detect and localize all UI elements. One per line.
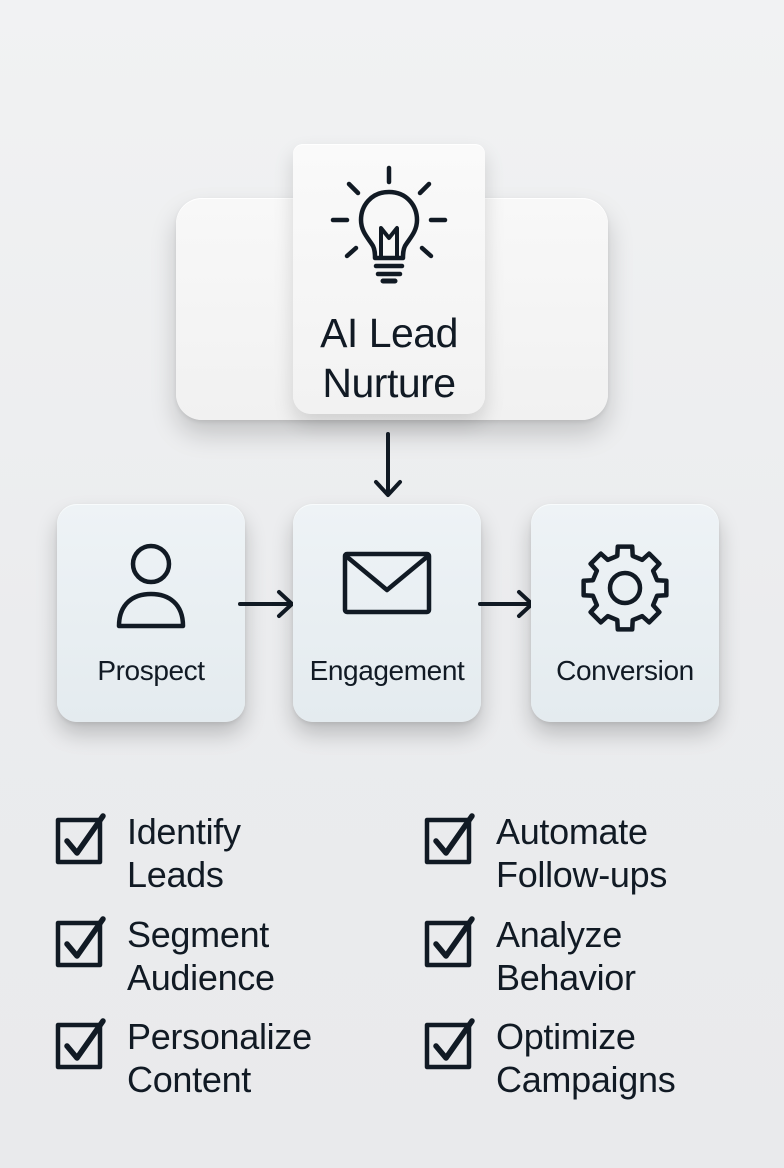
checklist-text: Automate Follow-ups: [496, 810, 756, 896]
checklist-line: Analyze: [496, 914, 622, 955]
checklist-line: Follow-ups: [496, 854, 668, 895]
flow-step-prospect: Prospect: [57, 504, 245, 722]
hero-title-line-2: Nurture: [322, 360, 456, 406]
person-icon: [116, 543, 186, 629]
lightbulb-icon: [330, 165, 448, 284]
checklist-line: Leads: [127, 854, 224, 895]
checklist-line: Optimize: [496, 1016, 636, 1057]
checklist-item: Optimize Campaigns: [424, 1015, 724, 1105]
checklist-item: Personalize Content: [55, 1015, 355, 1105]
checklist-line: Campaigns: [496, 1059, 676, 1100]
checklist-item: Analyze Behavior: [424, 913, 724, 1003]
checklist-item: Automate Follow-ups: [424, 810, 724, 900]
checklist-text: Segment Audience: [127, 913, 387, 999]
checklist-text: Identify Leads: [127, 810, 387, 896]
checkbox-checked-icon: [55, 813, 106, 865]
checklist-text: Analyze Behavior: [496, 913, 756, 999]
checkbox-checked-icon: [55, 916, 106, 968]
checklist-line: Personalize: [127, 1016, 312, 1057]
checklist-item: Segment Audience: [55, 913, 355, 1003]
checklist-text: Optimize Campaigns: [496, 1015, 756, 1101]
checklist-line: Behavior: [496, 957, 636, 998]
flow-label-engagement: Engagement: [309, 655, 465, 686]
hero-title: AI Lead Nurture: [276, 308, 502, 408]
arrow-down-icon: [374, 432, 402, 497]
flow-step-engagement: Engagement: [293, 504, 481, 722]
checklist-item: Identify Leads: [55, 810, 355, 900]
checklist-line: Audience: [127, 957, 275, 998]
checklist-line: Segment: [127, 914, 269, 955]
arrow-right-icon: [238, 590, 294, 618]
hero-title-line-1: AI Lead: [320, 310, 458, 356]
envelope-icon: [342, 551, 432, 615]
checklist-line: Automate: [496, 811, 648, 852]
checklist-text: Personalize Content: [127, 1015, 387, 1101]
arrow-right-icon: [478, 590, 534, 618]
checklist-line: Identify: [127, 811, 241, 852]
flow-label-prospect: Prospect: [97, 655, 205, 686]
checkbox-checked-icon: [424, 1018, 475, 1070]
gear-icon: [581, 544, 669, 632]
checkbox-checked-icon: [424, 916, 475, 968]
checklist-line: Content: [127, 1059, 251, 1100]
flow-step-conversion: Conversion: [531, 504, 719, 722]
checkbox-checked-icon: [55, 1018, 106, 1070]
checkbox-checked-icon: [424, 813, 475, 865]
flow-label-conversion: Conversion: [556, 655, 694, 686]
